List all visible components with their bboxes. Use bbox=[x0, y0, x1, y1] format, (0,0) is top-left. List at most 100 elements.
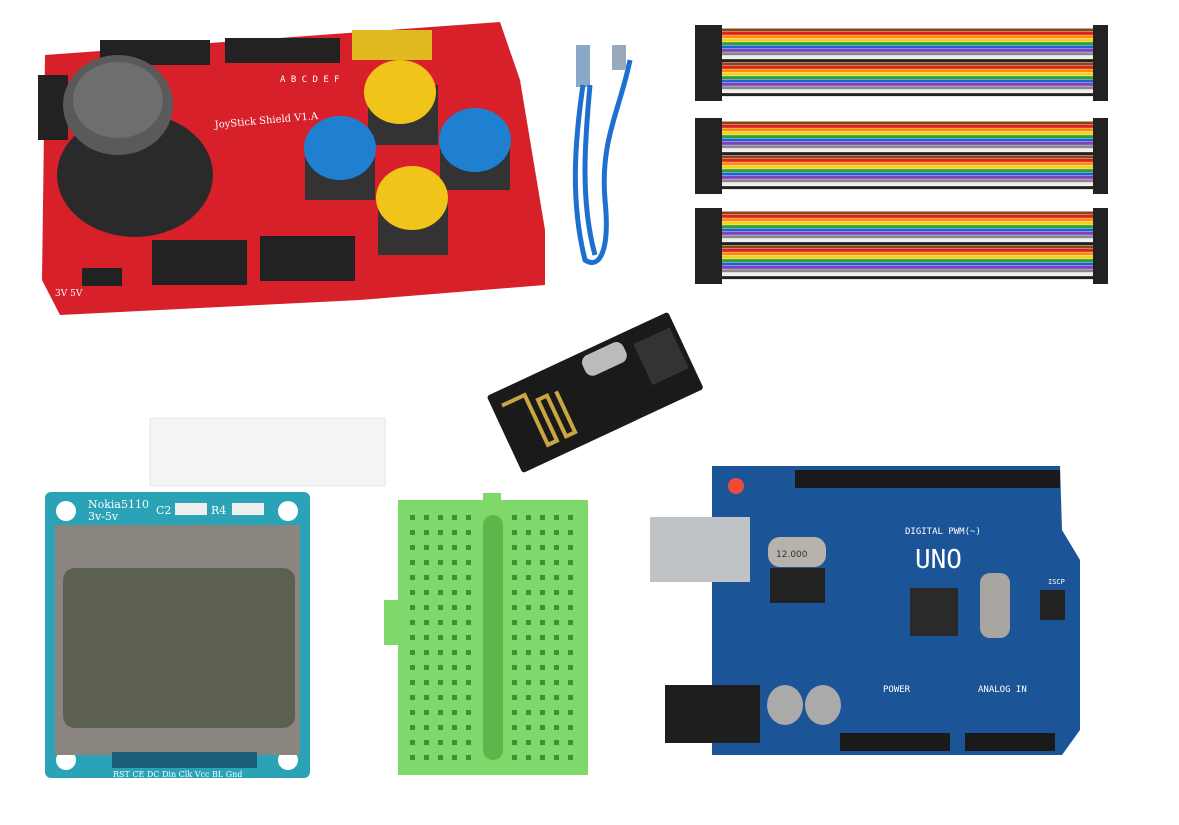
lcd-pin-labels: RST CE DC Din Clk Vcc BL Gnd bbox=[113, 770, 242, 779]
breadboard-hole bbox=[452, 650, 457, 655]
breadboard-hole bbox=[452, 575, 457, 580]
breadboard-hole bbox=[410, 725, 415, 730]
crystal-label: 12.000 bbox=[776, 550, 808, 560]
usb-cable bbox=[572, 45, 633, 265]
breadboard-hole bbox=[438, 725, 443, 730]
breadboard-hole bbox=[568, 665, 573, 670]
breadboard-hole bbox=[512, 530, 517, 535]
breadboard-hole bbox=[512, 650, 517, 655]
breadboard-hole bbox=[568, 560, 573, 565]
breadboard-hole bbox=[512, 680, 517, 685]
breadboard-hole bbox=[438, 530, 443, 535]
breadboard-hole bbox=[424, 650, 429, 655]
breadboard-hole bbox=[438, 605, 443, 610]
breadboard-hole bbox=[526, 575, 531, 580]
breadboard-hole bbox=[554, 695, 559, 700]
breadboard-hole bbox=[438, 545, 443, 550]
lcd-pin-header bbox=[112, 752, 257, 768]
breadboard-hole bbox=[438, 575, 443, 580]
breadboard-hole bbox=[526, 755, 531, 760]
breadboard-hole bbox=[424, 590, 429, 595]
breadboard-hole bbox=[554, 575, 559, 580]
breadboard-hole bbox=[466, 530, 471, 535]
breadboard-hole bbox=[424, 680, 429, 685]
breadboard-hole bbox=[512, 545, 517, 550]
breadboard-hole bbox=[554, 680, 559, 685]
breadboard-hole bbox=[410, 650, 415, 655]
arduino-uno: 12.000 UNO DIGITAL PWM(~) POWER ANALOG I… bbox=[650, 466, 1080, 755]
breadboard-hole bbox=[540, 575, 545, 580]
breadboard-hole bbox=[410, 665, 415, 670]
breadboard-hole bbox=[466, 560, 471, 565]
breadboard-hole bbox=[438, 560, 443, 565]
c2-label: C2 bbox=[156, 504, 171, 517]
breadboard-hole bbox=[568, 620, 573, 625]
center-channel bbox=[483, 515, 503, 760]
nokia-5110-lcd: Nokia5110 3v-5v C2 R4 RST CE DC Din Clk … bbox=[45, 492, 310, 779]
breadboard-hole bbox=[466, 695, 471, 700]
breadboard-hole bbox=[540, 650, 545, 655]
breadboard-hole bbox=[568, 650, 573, 655]
breadboard-hole bbox=[512, 575, 517, 580]
breadboard-hole bbox=[438, 620, 443, 625]
breadboard-hole bbox=[466, 740, 471, 745]
breadboard-hole bbox=[452, 620, 457, 625]
breadboard-hole bbox=[452, 545, 457, 550]
breadboard-hole bbox=[568, 725, 573, 730]
breadboard-hole bbox=[540, 590, 545, 595]
breadboard-hole bbox=[452, 695, 457, 700]
breadboard-hole bbox=[424, 530, 429, 535]
breadboard-hole bbox=[540, 665, 545, 670]
breadboard-hole bbox=[424, 545, 429, 550]
breadboard-hole bbox=[452, 605, 457, 610]
breadboard-hole bbox=[466, 620, 471, 625]
power-header bbox=[840, 733, 950, 751]
breadboard-hole bbox=[410, 620, 415, 625]
breadboard-hole bbox=[526, 560, 531, 565]
breadboard-hole bbox=[526, 680, 531, 685]
breadboard-hole bbox=[568, 755, 573, 760]
breadboard-hole bbox=[512, 620, 517, 625]
breadboard-hole bbox=[410, 755, 415, 760]
breadboard-hole bbox=[540, 530, 545, 535]
breadboard-hole bbox=[438, 590, 443, 595]
lcd-voltage-label: 3v-5v bbox=[88, 510, 119, 523]
breadboard-hole bbox=[424, 635, 429, 640]
breadboard-hole bbox=[554, 710, 559, 715]
usb-b-port bbox=[650, 517, 750, 582]
wire-bundle bbox=[695, 118, 1108, 194]
breadboard-hole bbox=[466, 665, 471, 670]
breadboard-hole bbox=[452, 740, 457, 745]
breadboard-hole bbox=[466, 680, 471, 685]
breadboard-hole bbox=[554, 545, 559, 550]
atmega-chip bbox=[910, 588, 958, 636]
connector-housing bbox=[1093, 118, 1108, 194]
breadboard-hole bbox=[466, 650, 471, 655]
breadboard-hole bbox=[466, 605, 471, 610]
breadboard-hole bbox=[424, 695, 429, 700]
breadboard-hole bbox=[452, 635, 457, 640]
breadboard-hole bbox=[540, 560, 545, 565]
breadboard-hole bbox=[410, 590, 415, 595]
breadboard-hole bbox=[424, 560, 429, 565]
breadboard-hole bbox=[554, 590, 559, 595]
connector-housing bbox=[695, 208, 722, 284]
breadboard-hole bbox=[410, 560, 415, 565]
dc-jack bbox=[665, 685, 760, 743]
breadboard-hole bbox=[410, 695, 415, 700]
breadboard-hole bbox=[410, 575, 415, 580]
yellow-button-bottom bbox=[376, 166, 448, 230]
power-label: POWER bbox=[883, 685, 911, 695]
breadboard-hole bbox=[466, 575, 471, 580]
crystal bbox=[768, 537, 826, 567]
reset-button bbox=[728, 478, 744, 494]
connector-housing bbox=[1093, 208, 1108, 284]
breadboard-hole bbox=[568, 515, 573, 520]
breadboard-hole bbox=[452, 725, 457, 730]
breadboard-hole bbox=[466, 710, 471, 715]
mini-breadboard bbox=[384, 493, 588, 775]
breadboard-hole bbox=[410, 680, 415, 685]
uno-label: UNO bbox=[915, 545, 962, 575]
breadboard-hole bbox=[410, 710, 415, 715]
breadboard-hole bbox=[554, 515, 559, 520]
